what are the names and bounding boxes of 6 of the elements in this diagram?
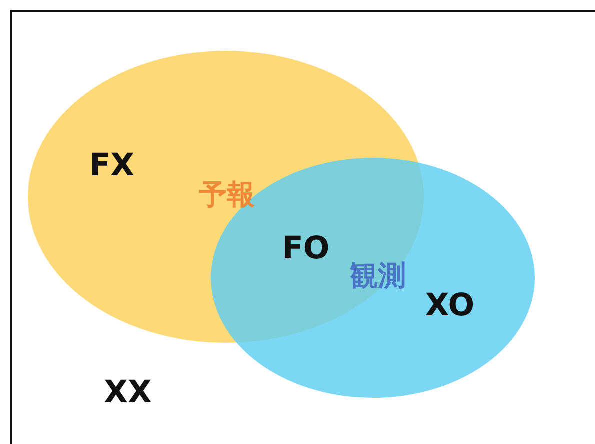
set-label: 観測 <box>350 262 406 290</box>
region-label: XO <box>425 290 475 322</box>
region-label: XX <box>104 378 152 408</box>
region-label: FO <box>282 234 330 264</box>
set-label: 予報 <box>199 181 255 209</box>
region-label: FX <box>89 150 135 182</box>
